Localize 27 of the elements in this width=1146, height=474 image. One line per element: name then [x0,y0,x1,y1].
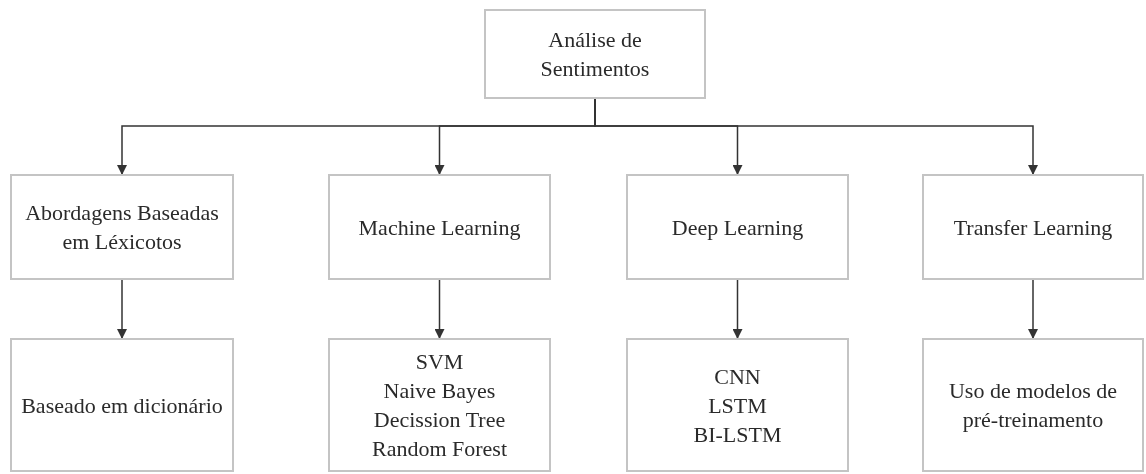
box-label: CNN [714,362,761,391]
arrow [732,279,743,339]
box-label: Análise de Sentimentos [539,26,651,83]
text-box [922,174,1144,280]
box-label: BI-LSTM [693,420,782,449]
text-box [10,338,234,472]
arrow [434,279,445,339]
text-box [10,174,234,280]
text-box [328,338,551,472]
box-label: Random Forest [371,435,508,463]
box-label: Abordagens Baseadas em Léxicotos [24,199,220,256]
box-label: Deep Learning [671,213,804,242]
box-label: Baseado em dicionário [21,391,223,420]
box-label: Naive Bayes [383,377,496,405]
box-label: Decission Tree [373,406,506,434]
arrow [117,279,127,339]
text-box [328,174,551,280]
box-label: LSTM [708,391,767,420]
text-box [484,9,706,99]
text-box [626,174,849,280]
text-box [922,338,1144,472]
text-box [626,338,849,472]
box-label: Uso de modelos de pré-treinamento [948,377,1118,434]
box-label: Machine Learning [358,213,521,242]
box-label: Transfer Learning [953,213,1113,242]
arrow [1028,279,1038,339]
box-label: SVM [415,348,464,376]
